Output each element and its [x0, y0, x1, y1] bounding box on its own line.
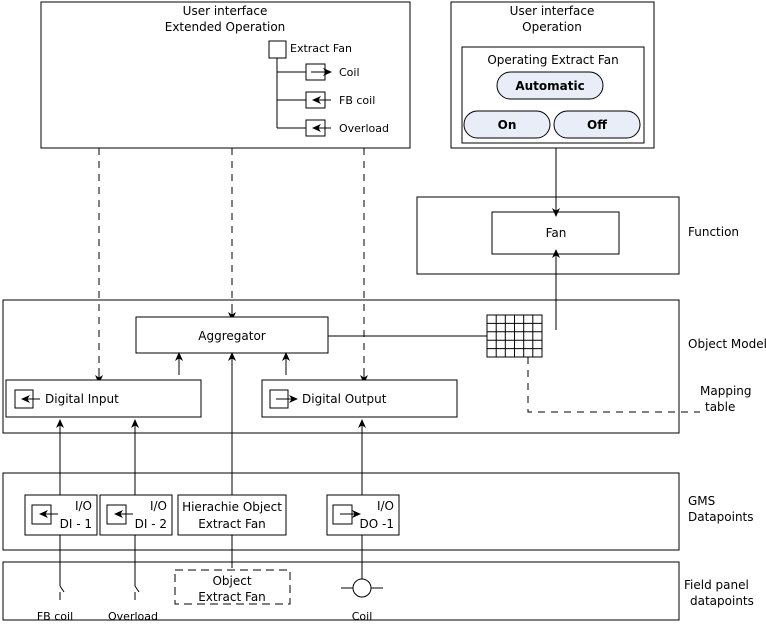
hierarchy-label-line1: Hierachie Object	[182, 500, 282, 514]
side-label-gms-line2: Datapoints	[688, 510, 754, 524]
field-label-coil: Coil	[352, 610, 373, 623]
do1-label-line2: DO -1	[360, 517, 394, 531]
do1-label-line1: I/O	[377, 499, 394, 513]
tree-label-overload: Overload	[339, 122, 389, 135]
gms-hierarchy-object[interactable]	[177, 494, 287, 536]
mapping-table-pointer	[527, 357, 700, 413]
gms-datapoint-di1[interactable]	[24, 494, 98, 536]
tree-root-label: Extract Fan	[290, 42, 352, 55]
ui-operation-panel: User interface Operation Operating Extra…	[450, 1, 655, 149]
hierarchy-label-line2: Extract Fan	[198, 517, 266, 531]
coil-circle-icon	[341, 578, 383, 598]
aggregator-box[interactable]	[135, 316, 329, 354]
di1-label-line1: I/O	[75, 499, 92, 513]
field-panel-datapoints-section: FB coil Overload Object Extract Fan Coil…	[2, 561, 754, 623]
di2-label-line1: I/O	[150, 499, 167, 513]
ui-operation-title-line2: Operation	[522, 20, 582, 34]
side-label-mapping-line1: Mapping	[700, 384, 752, 398]
on-button[interactable]	[463, 110, 551, 139]
fbcoil-switch-contact-icon	[59, 578, 65, 600]
side-label-function: Function	[688, 225, 739, 239]
tree-root-square-node-icon[interactable]	[268, 40, 287, 59]
di2-label-line2: DI - 2	[135, 517, 167, 531]
ui-extended-title-line1: User interface	[183, 4, 268, 18]
operating-group-title: Operating Extract Fan	[487, 53, 618, 67]
ui-operation-title-line1: User interface	[510, 4, 595, 18]
gms-datapoints-section: I/O DI - 1 I/O DI - 2 Hierachie Object E…	[2, 472, 754, 551]
digital-output-label: Digital Output	[302, 392, 387, 406]
side-label-field-line1: Field panel	[684, 578, 749, 592]
side-label-mapping-line2: table	[705, 400, 735, 414]
di1-label-line2: DI - 1	[60, 517, 92, 531]
side-label-field-line2: datapoints	[690, 594, 754, 608]
ui-extended-operation-panel: User interface Extended Operation Extrac…	[40, 1, 411, 149]
side-label-gms-line1: GMS	[688, 494, 715, 508]
field-object-extract-fan-box[interactable]	[174, 569, 291, 605]
side-label-object-model: Object Model	[688, 337, 766, 351]
digital-input-label: Digital Input	[45, 392, 119, 406]
tree-label-fbcoil: FB coil	[339, 94, 375, 107]
aggregator-label: Aggregator	[198, 329, 266, 343]
function-section: Fan Function	[416, 196, 739, 275]
off-button-label: Off	[587, 118, 607, 132]
overload-switch-contact-icon	[134, 578, 140, 600]
gms-datapoint-do1[interactable]	[326, 494, 400, 536]
fan-function-label: Fan	[546, 226, 567, 240]
off-button[interactable]	[553, 110, 641, 139]
automatic-button[interactable]	[496, 71, 604, 100]
field-object-label-line2: Extract Fan	[198, 590, 266, 604]
automatic-button-label: Automatic	[515, 79, 584, 93]
ui-extended-title-line2: Extended Operation	[165, 20, 286, 34]
on-button-label: On	[498, 118, 517, 132]
field-label-fb-coil: FB coil	[37, 610, 73, 623]
field-label-overload: Overload	[108, 610, 158, 623]
object-model-section: Aggregator Digital Input Digital Output	[2, 299, 766, 497]
gms-datapoint-di2[interactable]	[99, 494, 173, 536]
field-object-label-line1: Object	[212, 574, 251, 588]
tree-label-coil: Coil	[339, 66, 360, 79]
mapping-grid-table-icon[interactable]	[486, 314, 543, 358]
